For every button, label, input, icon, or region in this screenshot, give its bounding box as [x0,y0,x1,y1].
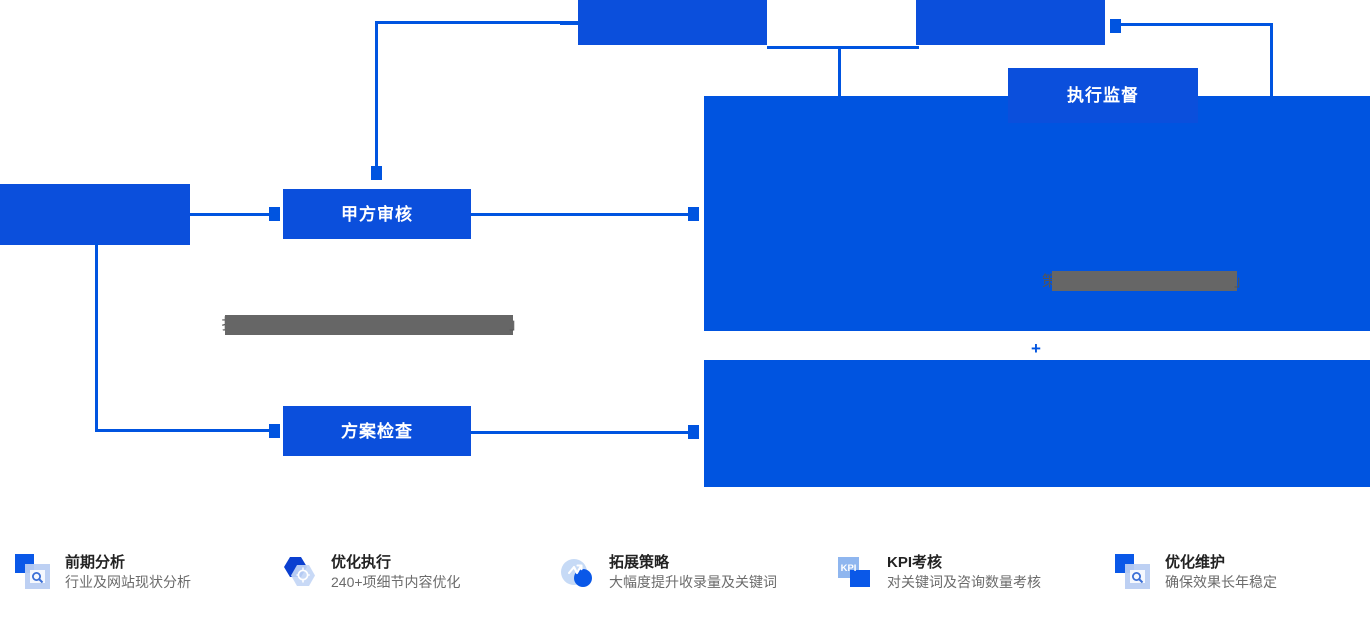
connector-node-party-a-top [371,166,382,180]
connector-top-horizontal-left [375,21,580,24]
connector-left-down-horizontal [95,429,275,432]
feature-title: KPI考核 [887,554,943,571]
plus-symbol: + [1031,339,1041,358]
feature-title: 前期分析 [65,554,126,571]
feature-title: 优化维护 [1165,554,1226,571]
redaction-left-suffix: 」 [509,316,525,333]
panel-lower[interactable] [704,360,1370,487]
flow-box-plan-check[interactable]: 方案检查 [283,406,471,456]
flow-box-top-right-partial[interactable] [916,0,1105,45]
connector-top-right-horizontal [1118,23,1273,26]
flow-box-party-a-review[interactable]: 甲方审核 [283,189,471,239]
connector-top-horizontal-middle [767,46,919,49]
feature-title: 优化执行 [331,554,392,571]
connector-party-a-to-panel [471,213,689,216]
connector-down-to-party-a [375,21,378,173]
flow-box-exec-supervision[interactable]: 执行监督 [1008,68,1198,123]
feature-subtitle: 对关键词及咨询数量考核 [887,574,1041,590]
flow-box-label: 甲方审核 [341,204,413,224]
flow-box-label: 执行监督 [1067,86,1139,105]
feature-subtitle: 大幅度提升收录量及关键词 [609,574,777,590]
connector-node-plan-check-left [269,424,280,438]
feature-subtitle: 240+项细节内容优化 [331,574,461,590]
panel-upper[interactable] [704,96,1370,331]
connector-node-lower-panel-left [688,425,699,439]
feature-subtitle: 行业及网站现状分析 [65,574,191,590]
connector-down-to-upper-panel [838,46,841,98]
connector-node-top-right [1110,19,1121,33]
feature-strip: 前期分析 行业及网站现状分析 优化执行 240+项细节内容优化 [0,525,1370,619]
connector-left-to-party-a [190,213,272,216]
feature-text: 优化维护 确保效果长年稳定 [1165,555,1277,589]
feature-text: KPI考核 对关键词及咨询数量考核 [887,555,1041,589]
feature-item-optimize-execution[interactable]: 优化执行 240+项细节内容优化 [280,553,558,591]
feature-subtitle: 确保效果长年稳定 [1165,574,1277,590]
svg-text:KPI: KPI [841,563,857,574]
flow-box-top-left-partial[interactable] [578,0,767,45]
flow-box-left-partial[interactable] [0,184,190,245]
kpi-icon: KPI [836,553,874,591]
redaction-bar-right [1052,271,1237,291]
connector-plan-check-to-panel [471,431,689,434]
flow-box-label: 方案检查 [341,421,413,441]
feature-text: 前期分析 行业及网站现状分析 [65,555,191,589]
feature-item-kpi[interactable]: KPI KPI考核 对关键词及咨询数量考核 [836,553,1114,591]
feature-item-maintenance[interactable]: 优化维护 确保效果长年稳定 [1114,553,1344,591]
connector-node-upper-panel-left [688,207,699,221]
feature-item-analysis[interactable]: 前期分析 行业及网站现状分析 [14,553,280,591]
analysis-icon [14,553,52,591]
feature-title: 拓展策略 [609,554,670,571]
connector-far-right-vertical [1270,23,1273,100]
feature-text: 优化执行 240+项细节内容优化 [331,555,461,589]
redaction-right-suffix: 」 [1234,273,1250,290]
maintenance-icon [1114,553,1152,591]
optimize-execution-icon [280,553,318,591]
redaction-bar-left [225,315,513,335]
feature-item-expand-strategy[interactable]: 拓展策略 大幅度提升收录量及关键词 [558,553,836,591]
expand-strategy-icon [558,553,596,591]
connector-left-down-vertical [95,243,98,431]
feature-text: 拓展策略 大幅度提升收录量及关键词 [609,555,777,589]
connector-node-party-a-left [269,207,280,221]
